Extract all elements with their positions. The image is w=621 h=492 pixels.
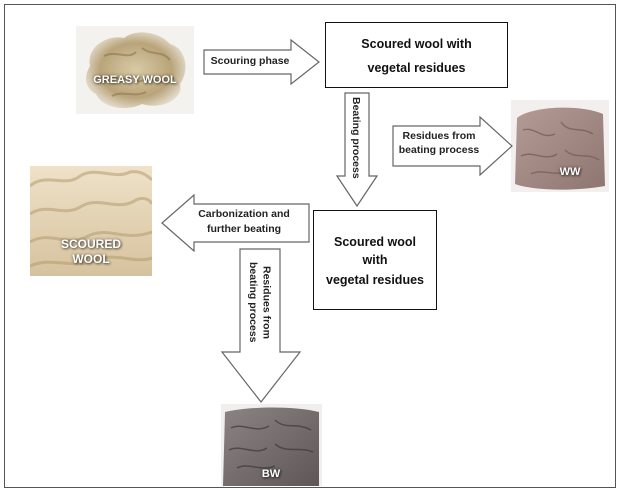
scoured-wool-box-bottom: Scoured wool with vegetal residues — [313, 210, 437, 310]
residues-bw-label-line2: beating process — [247, 262, 259, 343]
residues-ww-label-line1: Residues from — [394, 130, 484, 143]
ww-label: WW — [531, 166, 609, 179]
scoured-wool-label-line1: SCOURED — [30, 238, 152, 252]
residues-bw-arrow: Residues from beating process — [220, 248, 302, 404]
scoured-wool-photo: SCOURED WOOL — [30, 166, 152, 276]
scouring-phase-arrow: Scouring phase — [203, 38, 321, 86]
residues-ww-arrow: Residues from beating process — [392, 116, 514, 176]
scoured-wool-label-line2: WOOL — [30, 253, 152, 267]
box-bottom-line3: vegetal residues — [314, 273, 436, 287]
scouring-phase-label: Scouring phase — [205, 55, 295, 68]
box-bottom-line1: Scoured wool — [314, 235, 436, 249]
ww-photo: WW — [511, 100, 609, 192]
residues-bw-label-line1: Residues from — [260, 266, 272, 339]
greasy-wool-label: GREASY WOOL — [76, 74, 194, 87]
carbonization-label-line2: further beating — [182, 223, 306, 236]
beating-process-arrow: Beating process — [336, 92, 378, 208]
residues-ww-label-line2: beating process — [394, 144, 484, 157]
box-bottom-line2: with — [314, 253, 436, 267]
greasy-wool-photo: GREASY WOOL — [76, 26, 194, 114]
residues-bw-label: Residues from beating process — [246, 254, 272, 350]
carbonization-arrow: Carbonization and further beating — [160, 194, 310, 252]
bw-photo: BW — [221, 404, 322, 486]
bw-label: BW — [251, 468, 291, 481]
box-top-line1: Scoured wool with — [326, 37, 507, 51]
beating-process-label: Beating process — [349, 96, 362, 180]
box-top-line2: vegetal residues — [326, 61, 507, 75]
carbonization-label-line1: Carbonization and — [182, 208, 306, 221]
scoured-wool-box-top: Scoured wool with vegetal residues — [325, 22, 508, 88]
